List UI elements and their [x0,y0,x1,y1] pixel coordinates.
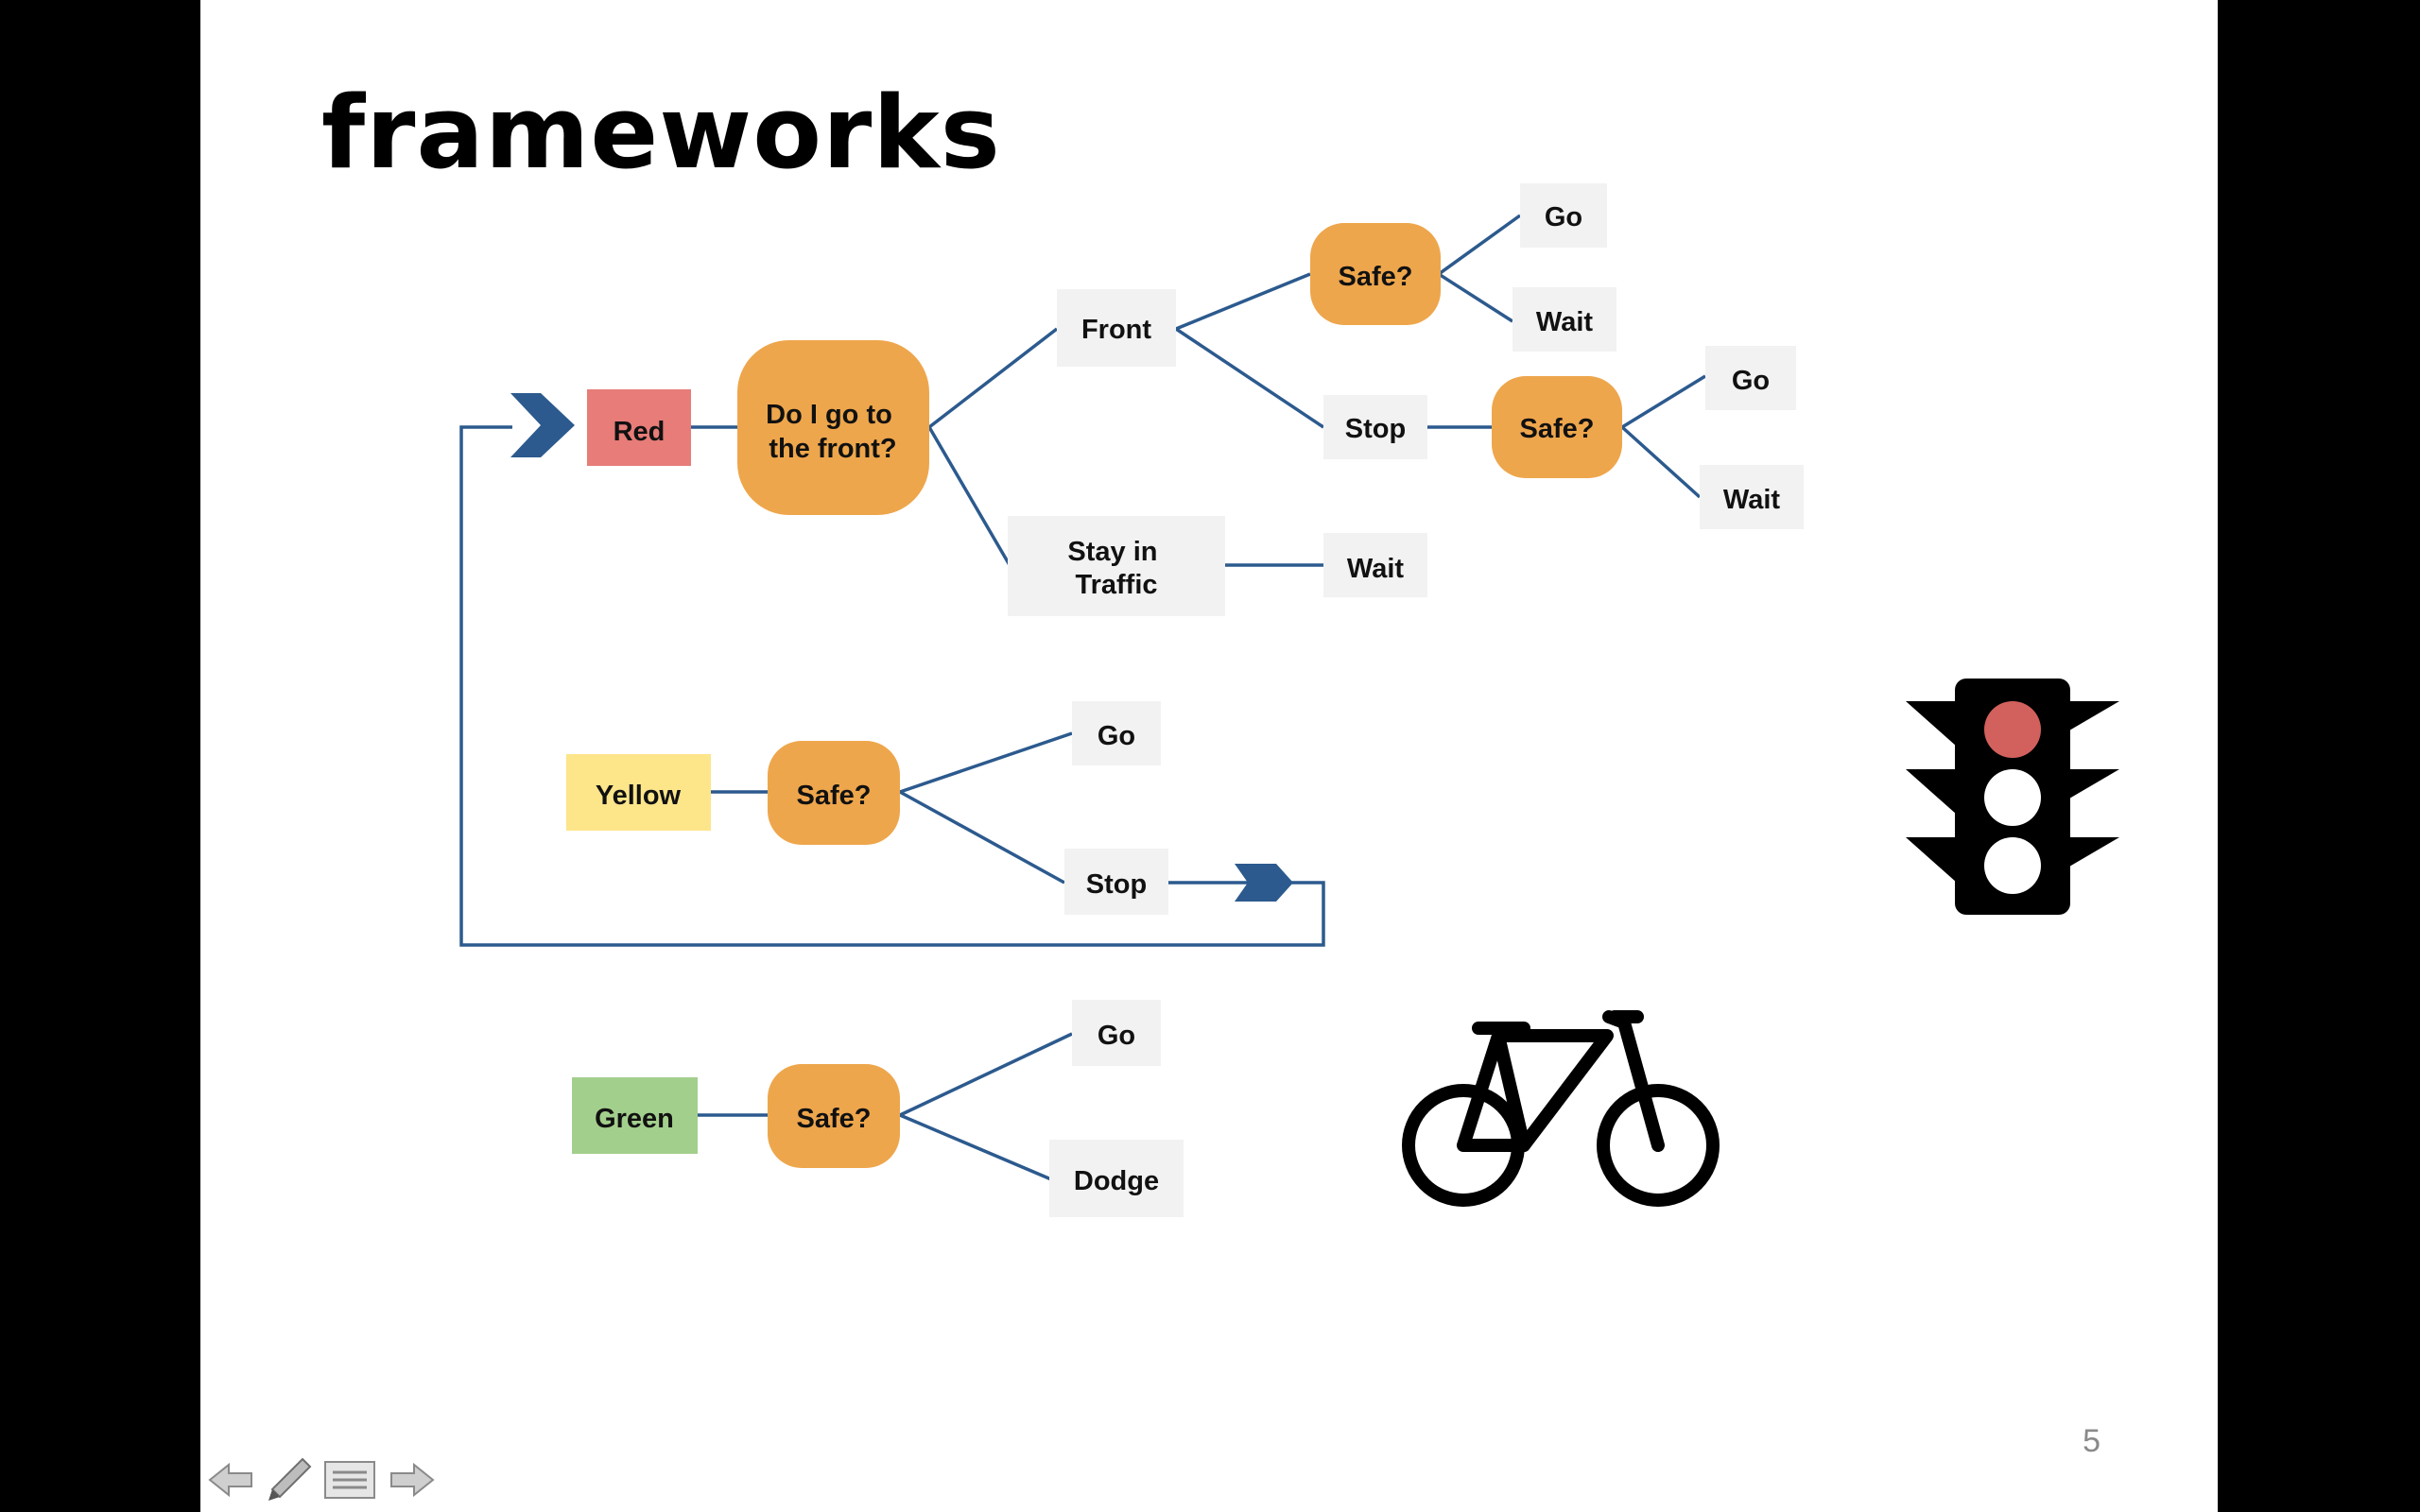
node-go-green-label: Go [1098,1021,1135,1051]
chevron-arrow-icon [1235,864,1293,902]
edge-safe-y-stop [899,790,1065,885]
menu-icon [324,1461,375,1499]
traffic-light-icon [1906,679,2119,915]
bicycle-icon [1402,1010,1720,1207]
svg-text:Do I go to the front?: Do I go to the front? [766,400,900,464]
node-dodge: Dodge [1049,1140,1184,1217]
connectors [459,214,1706,1181]
node-safe-mid: Safe? [1492,376,1622,478]
slide-title: frameworks [321,75,1001,191]
node-stay-in-traffic: Stay in Traffic [1008,516,1225,616]
node-red-label: Red [614,417,666,447]
node-go-yellow-label: Go [1098,721,1135,751]
node-wait-mid-label: Wait [1723,485,1780,515]
arrow-left-icon [208,1462,252,1498]
node-safe-yellow-label: Safe? [797,781,872,811]
prev-slide-button[interactable] [206,1455,255,1504]
node-go-top-label: Go [1545,202,1582,232]
node-red: Red [587,389,691,466]
edge-safe2-go [1621,374,1706,429]
edge-front-safe [1175,272,1311,331]
node-front: Front [1057,289,1176,367]
stay-line-2: Traffic [1075,570,1157,600]
edge-question-front [927,327,1059,429]
node-safe-yellow: Safe? [768,741,900,845]
node-go-mid: Go [1705,346,1796,410]
node-front-label: Front [1081,315,1151,345]
edge-safe-go [1437,214,1522,276]
node-green-label: Green [595,1104,674,1134]
node-go-top: Go [1520,183,1607,248]
stay-line-1: Stay in [1067,537,1157,567]
question-line-2: the front? [769,434,896,464]
pen-tool-button[interactable] [265,1455,314,1504]
node-safe-green-label: Safe? [797,1104,872,1134]
slide: frameworks [200,0,2218,1512]
chevron-arrow-icon [510,393,575,457]
presentation-controls [206,1455,442,1504]
node-green: Green [572,1077,698,1154]
pen-icon [268,1457,312,1501]
edge-safe2-wait [1620,425,1702,499]
edge-front-stop [1175,327,1324,429]
node-front-question: Do I go to the front? [737,340,929,515]
node-yellow-label: Yellow [596,781,682,811]
edge-safe-y-go [899,731,1073,794]
page-number: 5 [2083,1423,2100,1459]
node-safe-green: Safe? [768,1064,900,1168]
node-wait-mid: Wait [1700,465,1804,529]
node-yellow: Yellow [566,754,711,831]
node-stop-yellow: Stop [1064,849,1168,915]
edge-question-stay [927,426,1011,566]
flow-diagram: Red Do I go to the front? Front Safe? Go… [459,183,2119,1217]
node-go-yellow: Go [1072,701,1161,765]
edge-loop-back [459,425,1325,947]
node-stop-top-label: Stop [1345,414,1406,444]
question-line-1: Do I go to [766,400,892,430]
edge-safe-wait [1438,272,1513,323]
node-wait-traffic-label: Wait [1347,554,1404,584]
slide-menu-button[interactable] [323,1455,376,1504]
node-dodge-label: Dodge [1074,1166,1159,1196]
node-wait-top: Wait [1512,287,1616,352]
node-wait-traffic: Wait [1323,533,1427,597]
arrow-right-icon [390,1462,435,1498]
next-slide-button[interactable] [388,1455,437,1504]
node-go-green: Go [1072,1000,1161,1066]
node-go-mid-label: Go [1732,366,1770,396]
node-wait-top-label: Wait [1536,307,1593,337]
edge-safe-g-dodge [899,1113,1052,1181]
node-safe-top-label: Safe? [1339,262,1413,292]
node-safe-mid-label: Safe? [1520,414,1595,444]
svg-text:Stay in Traffic: Stay in Traffic [1067,537,1165,600]
node-stop-yellow-label: Stop [1086,869,1147,900]
node-safe-top: Safe? [1310,223,1441,325]
node-stop-top: Stop [1323,395,1427,459]
edge-safe-g-go [899,1032,1073,1117]
